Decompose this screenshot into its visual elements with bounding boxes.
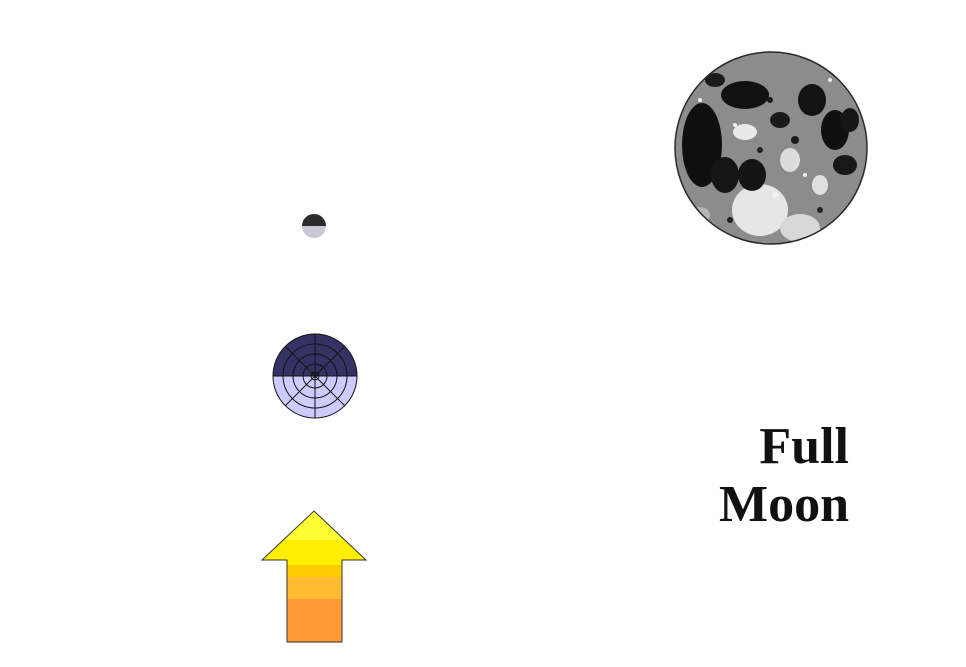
- earth-grid-lines: [272, 333, 358, 419]
- phase-label: Full Moon: [629, 418, 849, 534]
- full-moon-image: [674, 51, 868, 245]
- moon-dark-half: [302, 214, 326, 226]
- moon-lit-half: [302, 226, 326, 238]
- earth-globe-icon: [272, 333, 358, 419]
- phase-label-line1: Full: [759, 418, 849, 475]
- half-lit-moon-icon: [302, 214, 326, 238]
- phase-label-line2: Moon: [719, 476, 849, 533]
- sunlight-arrow-icon: [260, 510, 368, 643]
